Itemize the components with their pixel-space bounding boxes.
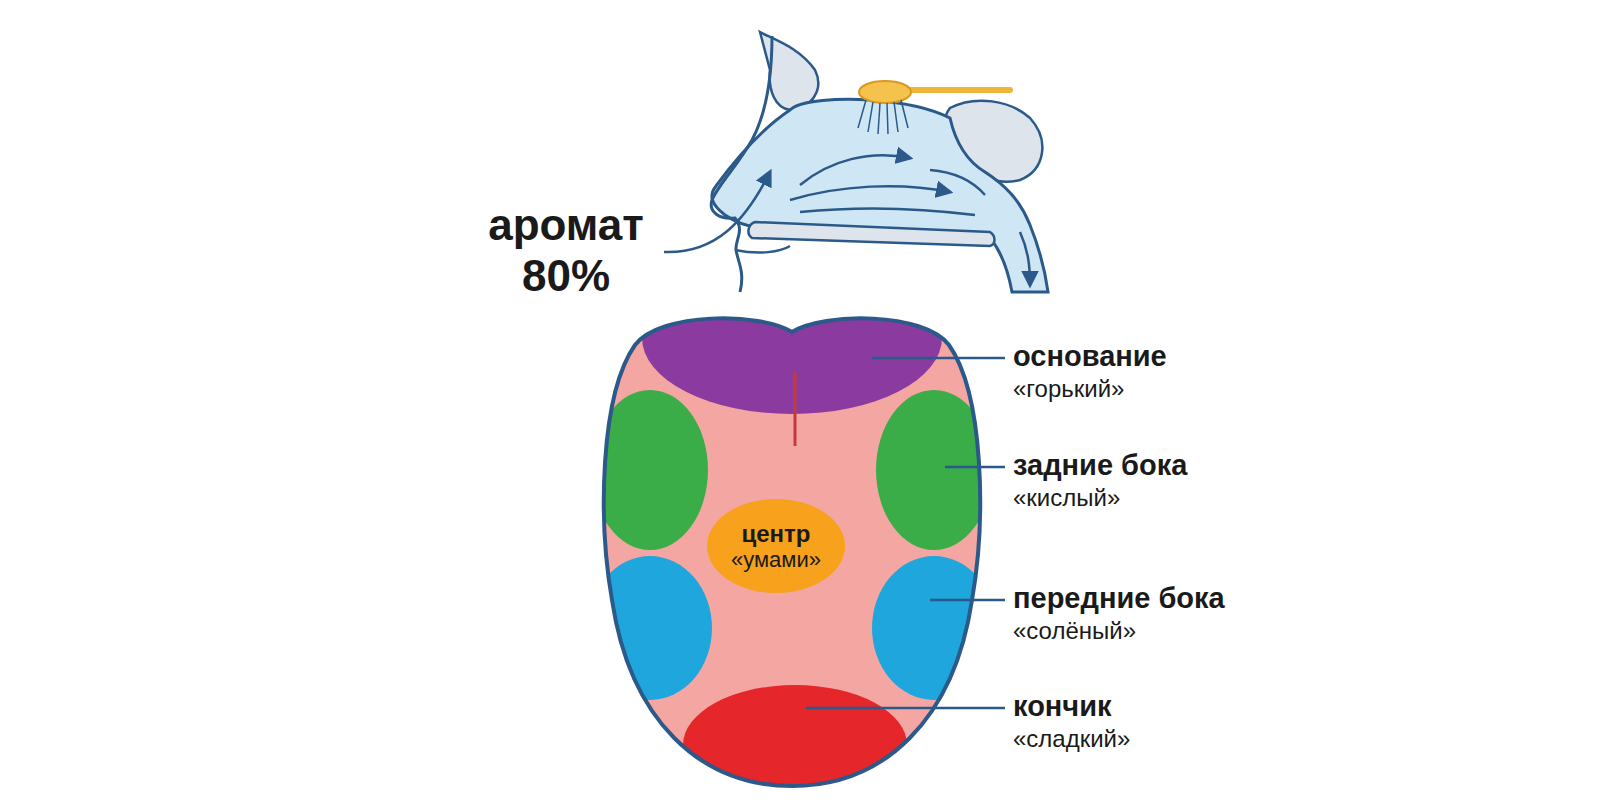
umami-ellipse <box>707 499 845 593</box>
taste-name: «горький» <box>1013 375 1124 403</box>
zone-name: передние бока <box>1013 582 1225 615</box>
zone-name: основание <box>1013 340 1167 373</box>
sweet-zone <box>683 685 907 800</box>
olfactory-bulb <box>859 81 911 103</box>
lip <box>735 246 790 253</box>
nasal-cavity <box>712 99 1048 292</box>
tongue-illustration <box>588 262 996 800</box>
leader-line <box>945 466 1005 469</box>
taste-name: «сладкий» <box>1013 725 1130 753</box>
zone-name: центр <box>731 520 821 548</box>
umami-zone: центр«умами» <box>707 499 845 593</box>
node-text-group: центр«умами» <box>731 520 821 573</box>
leader-line <box>930 599 1005 602</box>
leader-line <box>806 707 1005 710</box>
olfactory-fibers <box>858 100 908 134</box>
zone-name: кончик <box>1013 690 1112 723</box>
zone-name: задние бока <box>1013 449 1187 482</box>
airflow-arrows <box>790 155 1030 285</box>
aroma-label: аромат 80% <box>488 200 644 301</box>
taste-name: «умами» <box>731 547 821 572</box>
taste-name: «солёный» <box>1013 617 1136 645</box>
tongue-outline <box>604 318 980 786</box>
bitter-zone <box>642 262 942 414</box>
aroma-arrow <box>664 172 770 252</box>
nose-illustration <box>664 32 1048 292</box>
median-groove <box>794 372 797 446</box>
palate <box>748 222 994 246</box>
leader-line <box>872 357 1005 360</box>
frontal-bone <box>760 32 818 110</box>
taste-name: «кислый» <box>1013 484 1120 512</box>
